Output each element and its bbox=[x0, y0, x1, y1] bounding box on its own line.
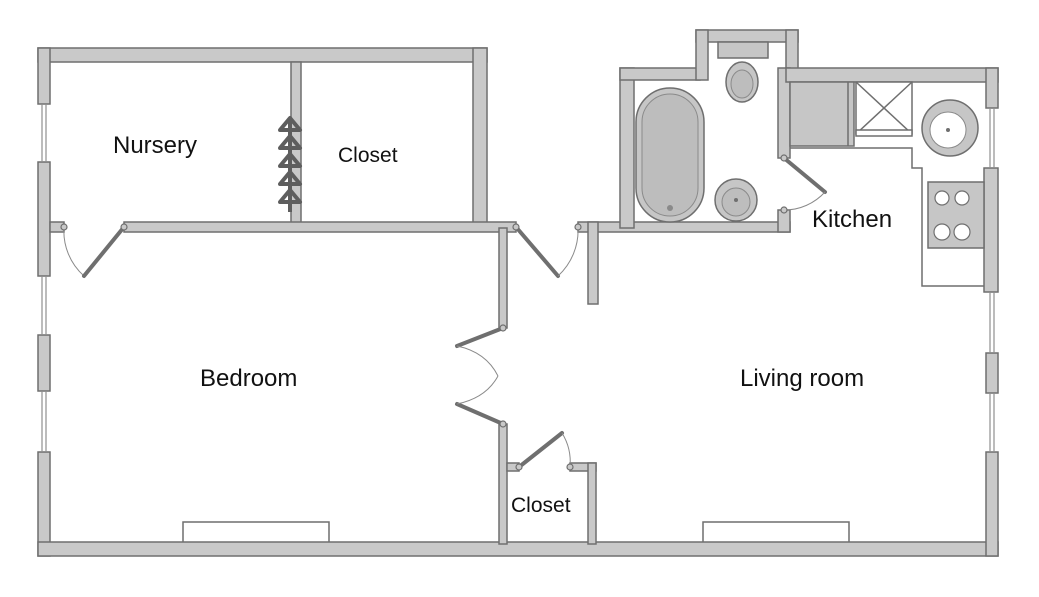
wall-right-seg-4 bbox=[985, 451, 999, 557]
label-kitchen: Kitchen bbox=[812, 206, 892, 233]
radiator-bedroom bbox=[182, 521, 330, 542]
wall-left-seg-3 bbox=[37, 334, 51, 392]
kitchen-counter bbox=[790, 147, 984, 287]
wall-mid-lower bbox=[498, 423, 508, 545]
label-closet-upper: Closet bbox=[338, 144, 398, 167]
doors bbox=[60, 154, 827, 471]
door-nursery bbox=[60, 223, 128, 278]
room-labels: Nursery Closet Kitchen Bedroom Living ro… bbox=[113, 132, 892, 517]
refrigerator bbox=[789, 81, 855, 147]
wall-left-block-right bbox=[472, 47, 488, 229]
wall-bottom bbox=[37, 541, 999, 557]
door-bathroom bbox=[780, 154, 827, 214]
wall-closet-right bbox=[587, 462, 597, 545]
walls bbox=[37, 29, 999, 557]
wall-top-left bbox=[37, 47, 488, 63]
toilet-tank bbox=[717, 41, 769, 59]
label-living-room: Living room bbox=[740, 365, 864, 392]
kitchen-fixtures bbox=[789, 81, 985, 287]
wall-bath-left bbox=[619, 67, 635, 229]
bathroom-fixtures bbox=[635, 41, 769, 223]
wall-right-seg-1 bbox=[985, 67, 999, 109]
wall-left-seg-1 bbox=[37, 47, 51, 105]
wall-mid-upper bbox=[498, 227, 508, 329]
door-bedroom-bifold bbox=[455, 324, 507, 428]
wall-bath-nook-top bbox=[695, 29, 799, 43]
wall-kitchen-top bbox=[785, 67, 999, 83]
wall-bath-nook-left bbox=[695, 29, 709, 81]
wall-h-upper bbox=[123, 221, 517, 233]
door-hallway bbox=[512, 223, 582, 278]
hanger-rack bbox=[278, 116, 302, 212]
wall-right-seg-3 bbox=[985, 352, 999, 394]
wall-bath-stub bbox=[587, 221, 599, 305]
wall-bath-bottom bbox=[577, 221, 791, 233]
door-closet-lower bbox=[515, 431, 574, 471]
label-bedroom: Bedroom bbox=[200, 365, 297, 392]
wall-left-seg-2 bbox=[37, 161, 51, 277]
windows bbox=[41, 104, 995, 452]
label-closet-lower: Closet bbox=[511, 494, 571, 517]
wall-bath-top-left bbox=[619, 67, 701, 81]
radiators bbox=[182, 521, 850, 542]
wall-left-seg-4 bbox=[37, 451, 51, 557]
radiator-living-room bbox=[702, 521, 850, 542]
wall-right-seg-2 bbox=[983, 167, 999, 293]
label-nursery: Nursery bbox=[113, 132, 197, 159]
